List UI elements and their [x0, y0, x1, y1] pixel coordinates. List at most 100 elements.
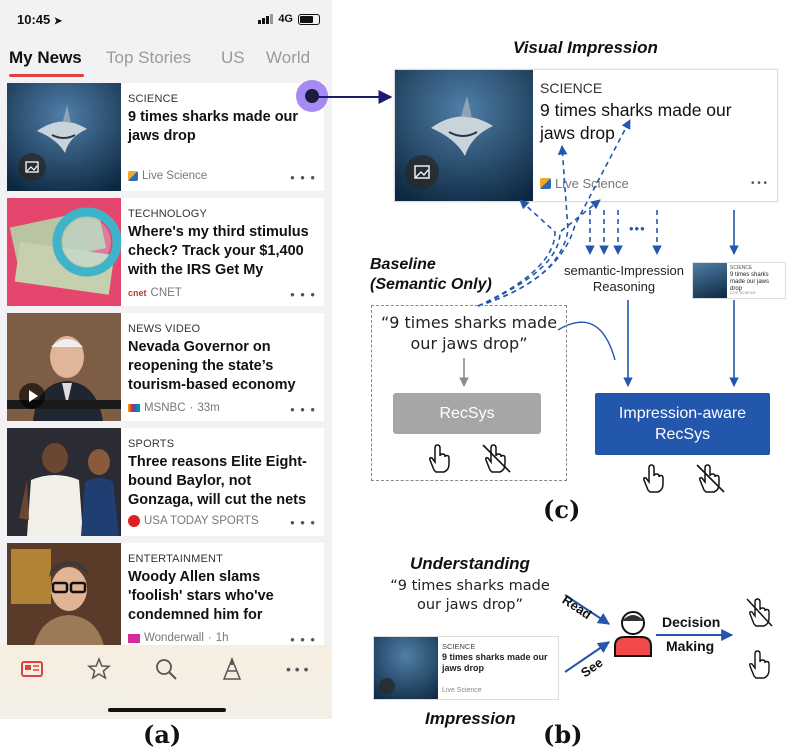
more-options-icon[interactable]: • • • [290, 402, 316, 417]
shark-image [7, 83, 121, 191]
understanding-label: Understanding [410, 554, 530, 573]
no-click-hand-icon [482, 444, 511, 473]
basketball-image [7, 428, 121, 536]
decision-label: Decision [662, 614, 721, 630]
shark-thumbnail [693, 263, 727, 298]
more-options-icon[interactable]: • • • [290, 287, 316, 302]
caption-a: (a) [143, 720, 182, 749]
impression-aware-recsys-box: Impression-aware RecSys [595, 393, 770, 455]
active-tab-indicator [9, 74, 84, 77]
home-indicator [108, 708, 226, 712]
impression-card-category: SCIENCE [540, 80, 603, 96]
bottom-card-source: Live Science [442, 687, 482, 694]
mini-card-source: Live Science [730, 290, 756, 295]
reasoning-label: semantic-Impression Reasoning [564, 263, 684, 294]
usa-today-logo-icon [128, 515, 140, 527]
more-icon[interactable]: • • • [286, 661, 309, 677]
user-icon [614, 611, 652, 657]
card-headline[interactable]: Where's my third stimulus check? Track y… [128, 224, 309, 278]
status-indicators: 4G [258, 13, 320, 25]
mini-card-headline: 9 times sharks made our jaws drop [730, 272, 770, 292]
network-label: 4G [278, 13, 293, 25]
understanding-quote: “9 times sharks made our jaws drop” [390, 578, 550, 613]
wonderwall-logo-icon [128, 633, 140, 643]
no-click-hand-icon [696, 464, 725, 493]
tab-top-stories[interactable]: Top Stories [106, 48, 192, 67]
impression-card-headline: 9 times sharks made our jaws drop [540, 100, 732, 143]
card-headline[interactable]: Woody Allen slams 'foolish' stars who've… [128, 569, 274, 623]
more-options-icon[interactable]: • • • [290, 515, 316, 530]
tab-us[interactable]: US [221, 48, 245, 67]
visual-impression-label: Visual Impression [513, 38, 658, 57]
star-icon[interactable] [87, 656, 111, 681]
mini-impression-card: SCIENCE 9 times sharks made our jaws dro… [692, 262, 786, 299]
news-card[interactable]: SPORTS Three reasons Elite Eight-bound B… [7, 428, 324, 536]
more-options-icon[interactable]: • • • [290, 632, 316, 647]
card-category: SCIENCE [128, 93, 179, 105]
more-options-icon[interactable]: • • • [290, 170, 316, 185]
impression-card-source: Live Science [540, 176, 629, 191]
caption-c: (c) [543, 495, 581, 524]
gallery-icon [379, 678, 395, 694]
click-hand-icon [749, 650, 770, 679]
live-science-logo-icon [128, 171, 138, 181]
more-options-icon: • • • [750, 178, 767, 189]
tab-my-news[interactable]: My News [9, 48, 82, 67]
baseline-quote: “9 times sharks made our jaws drop” [380, 313, 558, 353]
news-card[interactable]: TECHNOLOGY Where's my third stimulus che… [7, 198, 324, 306]
status-time: 10:45 ➤ [17, 12, 63, 27]
bottom-navigation: • • • [0, 645, 332, 719]
card-category: TECHNOLOGY [128, 208, 208, 220]
touch-point-core [305, 89, 319, 103]
baseline-box [371, 305, 567, 481]
msnbc-logo-icon [128, 404, 140, 412]
card-category: NEWS VIDEO [128, 323, 201, 335]
news-tabs: My News Top Stories US World [0, 44, 332, 78]
caption-b: (b) [543, 720, 583, 749]
ellipsis-marker: ••• [629, 221, 646, 236]
search-icon[interactable] [154, 657, 178, 681]
shark-thumbnail [374, 637, 438, 699]
no-click-hand-icon [746, 598, 773, 627]
click-hand-icon [643, 464, 664, 493]
card-source: USA TODAY SPORTS [128, 515, 259, 527]
bottom-impression-card: SCIENCE 9 times sharks made our jaws dro… [373, 636, 559, 700]
making-label: Making [666, 638, 715, 654]
cnet-logo: cnet [128, 288, 147, 298]
play-icon[interactable] [19, 383, 45, 409]
card-headline[interactable]: 9 times sharks made our jaws drop [128, 109, 299, 144]
bottom-card-category: SCIENCE [442, 642, 476, 651]
news-app-screenshot: 10:45 ➤ 4G My News Top Stories US World … [0, 0, 332, 719]
card-headline[interactable]: Three reasons Elite Eight-bound Baylor, … [128, 454, 307, 508]
impression-card: SCIENCE 9 times sharks made our jaws dro… [394, 69, 778, 202]
bottom-card-headline: 9 times sharks made our jaws drop [442, 652, 548, 673]
governor-video-image [7, 313, 121, 421]
shark-image [395, 70, 533, 201]
card-source: Wonderwall·1h [128, 632, 229, 644]
card-source: MSNBC·33m [128, 402, 220, 414]
news-icon[interactable] [20, 657, 44, 681]
woody-allen-image [7, 543, 121, 651]
news-card[interactable]: ENTERTAINMENT Woody Allen slams 'foolish… [7, 543, 324, 651]
card-source: Live Science [128, 170, 207, 182]
local-icon[interactable] [220, 656, 244, 681]
news-card[interactable]: SCIENCE 9 times sharks made our jaws dro… [7, 83, 324, 191]
baseline-label: Baseline (Semantic Only) [370, 256, 492, 293]
gallery-icon [18, 153, 46, 181]
signal-icon [258, 14, 274, 24]
card-headline[interactable]: Nevada Governor on reopening the state’s… [128, 339, 296, 393]
money-image [7, 198, 121, 306]
click-hand-icon [429, 444, 450, 473]
card-category: ENTERTAINMENT [128, 553, 224, 565]
gallery-icon [405, 155, 439, 189]
card-category: SPORTS [128, 438, 175, 450]
live-science-logo-icon [540, 178, 551, 189]
news-card[interactable]: NEWS VIDEO Nevada Governor on reopening … [7, 313, 324, 421]
impression-label: Impression [425, 709, 516, 728]
mini-card-category: SCIENCE [730, 265, 753, 271]
recsys-box: RecSys [393, 393, 541, 434]
tab-world[interactable]: World [266, 48, 311, 67]
battery-icon [298, 13, 320, 25]
